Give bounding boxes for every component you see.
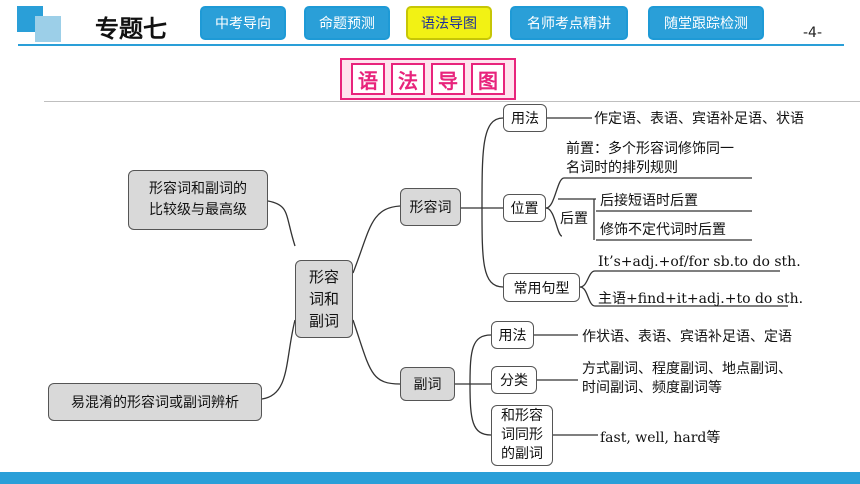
frame-top-line bbox=[44, 101, 860, 102]
node-adverb: 副词 bbox=[400, 367, 455, 401]
tab-grammar-map[interactable]: 语法导图 bbox=[406, 6, 492, 40]
node-adv-usage: 用法 bbox=[491, 321, 534, 349]
tab-teacher-lecture[interactable]: 名师考点精讲 bbox=[510, 6, 628, 40]
adj-position-front: 前置：多个形容词修饰同一 名词时的排列规则 bbox=[566, 141, 734, 176]
adj-position-back-2: 修饰不定代词时后置 bbox=[600, 222, 726, 238]
grammar-map-banner: 语 法 导 图 bbox=[340, 58, 516, 100]
logo-square-light bbox=[35, 16, 61, 42]
node-center: 形容 词和 副词 bbox=[295, 260, 353, 338]
adj-pattern-2: 主语+find+it+adj.+to do sth. bbox=[598, 291, 804, 307]
chapter-title: 专题七 bbox=[95, 15, 167, 43]
node-adjective: 形容词 bbox=[400, 188, 461, 226]
tab-exam-guide[interactable]: 中考导向 bbox=[200, 6, 286, 40]
adj-position-back-1: 后接短语时后置 bbox=[600, 193, 698, 209]
page-number: -4- bbox=[803, 25, 823, 41]
banner-char: 法 bbox=[391, 63, 425, 95]
header-divider bbox=[18, 44, 844, 46]
adv-types-text: 方式副词、程度副词、地点副词、 时间副词、频度副词等 bbox=[582, 361, 792, 396]
node-adv-same-form: 和形容 词同形 的副词 bbox=[491, 405, 553, 466]
node-adj-patterns: 常用句型 bbox=[503, 273, 580, 302]
adj-usage-text: 作定语、表语、宾语补足语、状语 bbox=[594, 111, 804, 127]
adv-same-form-text: fast, well, hard等 bbox=[600, 430, 721, 446]
node-comparison: 形容词和副词的 比较级与最高级 bbox=[128, 170, 268, 230]
adj-pattern-1: It’s+adj.+of/for sb.to do sth. bbox=[598, 254, 801, 270]
adj-position-back-label: 后置 bbox=[560, 211, 588, 227]
adv-usage-text: 作状语、表语、宾语补足语、定语 bbox=[582, 329, 792, 345]
banner-char: 图 bbox=[471, 63, 505, 95]
node-confusion: 易混淆的形容词或副词辨析 bbox=[48, 383, 262, 421]
banner-char: 语 bbox=[351, 63, 385, 95]
bottom-bar bbox=[0, 472, 860, 484]
node-adj-position: 位置 bbox=[503, 194, 546, 222]
node-adv-types: 分类 bbox=[491, 366, 537, 394]
tab-prediction[interactable]: 命题预测 bbox=[304, 6, 390, 40]
tab-class-test[interactable]: 随堂跟踪检测 bbox=[648, 6, 764, 40]
banner-char: 导 bbox=[431, 63, 465, 95]
node-adj-usage: 用法 bbox=[503, 104, 547, 132]
